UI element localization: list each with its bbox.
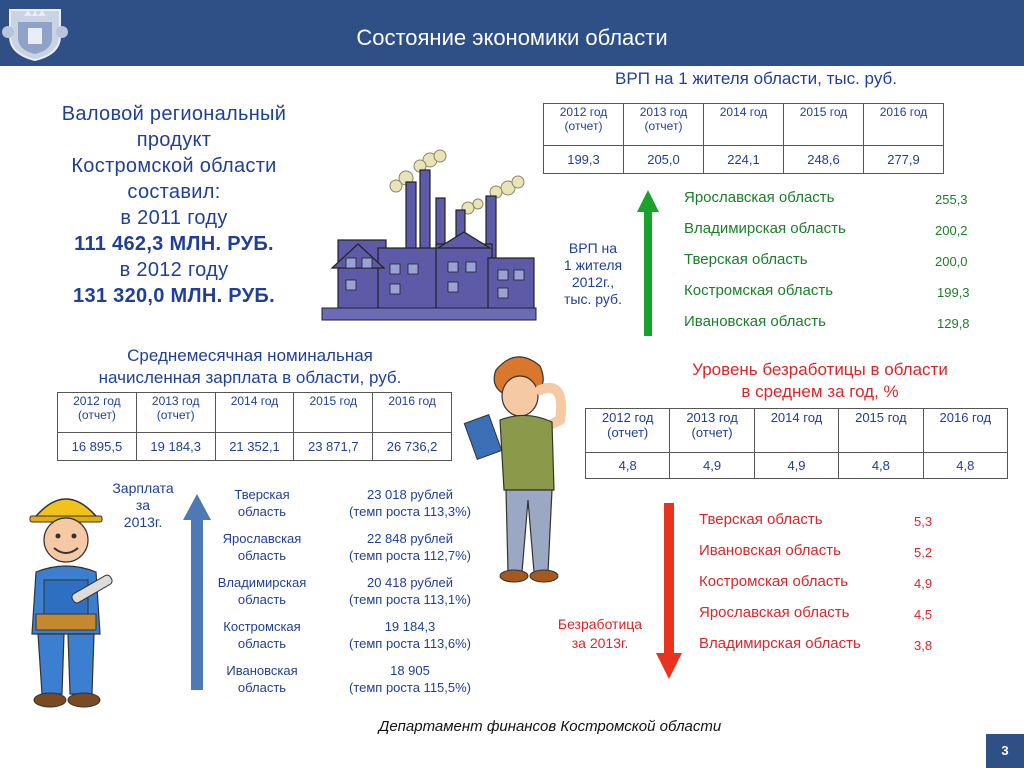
vrp-rank-value: 199,3 [937,285,970,300]
arrow-up-icon [637,190,659,336]
unemployment-side-label: Безработица за 2013г. [557,616,643,651]
vrp-rank-region: Костромская область [684,282,834,299]
vrp-value-2016: 277,9 [863,145,944,174]
grp-line-3: Костромской области [71,155,277,177]
salary-title: Среднемесячная номинальная начисленная з… [98,346,402,387]
salary-header-2014: 2014 год [214,392,295,433]
grp-line-5: в 2011 году [120,207,228,229]
vrp-table: 2012 год(отчет) 2013 год(отчет) 2014 год… [543,103,944,174]
vrp-rank-region: Ивановская область [684,313,826,330]
unemployment-table: 2012 год(отчет) 2013 год(отчет) 2014 год… [584,408,1009,479]
vrp-header-2015: 2015 год [783,103,864,146]
salary-rank-value: 20 418 рублей(темп роста 113,1%) [348,575,472,607]
salary-header-2015: 2015 год [293,392,374,433]
vrp-rank-value: 255,3 [935,192,968,207]
salary-value-2015: 23 871,7 [293,432,374,461]
salary-value-2014: 21 352,1 [214,432,295,461]
arrow-down-icon [656,503,682,679]
footer-department: Департамент финансов Костромской области [378,718,722,735]
salary-rank-value: 23 018 рублей(темп роста 113,3%) [348,487,472,519]
vrp-header-2013: 2013 год(отчет) [623,103,704,146]
salary-value-2012: 16 895,5 [57,432,137,461]
grp-line-4: составил: [127,181,221,203]
vrp-rank-region: Владимирская область [684,220,846,237]
unemployment-title: Уровень безработицы в области в среднем … [692,360,948,401]
unemployment-header-2016: 2016 год [922,408,1009,453]
unemployment-header-2014: 2014 год [753,408,840,453]
unemployment-rank-value: 5,2 [914,545,933,560]
grp-summary: Валовой региональный продукт Костромской… [26,101,322,309]
unemployment-rank-value: 3,8 [914,638,933,653]
vrp-value-2013: 205,0 [623,145,704,174]
unemployment-value-2014: 4,9 [753,452,840,479]
unemployment-header-2012: 2012 год(отчет) [584,408,671,453]
grp-line-7: в 2012 году [119,259,229,281]
coat-of-arms-icon [2,2,68,62]
salary-side-label: Зарплата за 2013г. [112,480,174,530]
vrp-value-2014: 224,1 [703,145,784,174]
vrp-title: ВРП на 1 жителя области, тыс. руб. [615,69,897,88]
unemployment-rank-region: Тверская область [699,511,823,528]
vrp-rank-value: 129,8 [937,316,970,331]
salary-rank-value: 19 184,3(темп роста 113,6%) [348,619,472,651]
student-illustration [456,350,582,586]
grp-line-2: продукт [136,129,212,151]
vrp-rank-region: Тверская область [684,251,808,268]
vrp-header-2016: 2016 год [863,103,944,146]
unemployment-value-2013: 4,9 [669,452,755,479]
vrp-header-2012: 2012 год(отчет) [543,103,624,146]
salary-rank-value: 18 905(темп роста 115,5%) [348,663,472,695]
page-number: 3 [986,734,1024,768]
unemployment-rank-region: Владимирская область [699,635,861,652]
salary-value-2016: 26 736,2 [372,432,452,461]
arrow-up-icon [183,494,211,690]
vrp-rank-value: 200,0 [935,254,968,269]
page-title: Состояние экономики области [356,25,668,50]
grp-line-1: Валовой региональный [61,103,287,125]
grp-value-2012: 131 320,0 МЛН. РУБ. [73,285,275,307]
header-bar [0,0,1024,66]
unemployment-rank-value: 4,5 [914,607,933,622]
vrp-header-2014: 2014 год [703,103,784,146]
vrp-rank-value: 200,2 [935,223,968,238]
unemployment-header-2015: 2015 год [838,408,924,453]
grp-value-2011: 111 462,3 МЛН. РУБ. [74,233,274,255]
factory-illustration [318,148,540,324]
vrp-rank-region: Ярославская область [684,189,835,206]
salary-value-2013: 19 184,3 [135,432,216,461]
salary-header-2016: 2016 год [372,392,452,433]
unemployment-rank-value: 5,3 [914,514,933,529]
unemployment-rank-value: 4,9 [914,576,933,591]
salary-rank-value: 22 848 рублей(темп роста 112,7%) [348,531,472,563]
unemployment-rank-region: Костромская область [699,573,849,590]
salary-table: 2012 год(отчет) 2013 год(отчет) 2014 год… [57,392,452,461]
vrp-side-label: ВРП на 1 жителя 2012г., тыс. руб. [563,240,623,307]
salary-header-2012: 2012 год(отчет) [57,392,137,433]
unemployment-rank-region: Ярославская область [699,604,850,621]
worker-illustration [14,484,118,710]
vrp-value-2015: 248,6 [783,145,864,174]
salary-header-2013: 2013 год(отчет) [135,392,216,433]
unemployment-value-2012: 4,8 [584,452,671,479]
vrp-value-2012: 199,3 [543,145,624,174]
unemployment-value-2016: 4,8 [922,452,1009,479]
unemployment-header-2013: 2013 год(отчет) [669,408,755,453]
unemployment-value-2015: 4,8 [838,452,924,479]
unemployment-rank-region: Ивановская область [699,542,841,559]
